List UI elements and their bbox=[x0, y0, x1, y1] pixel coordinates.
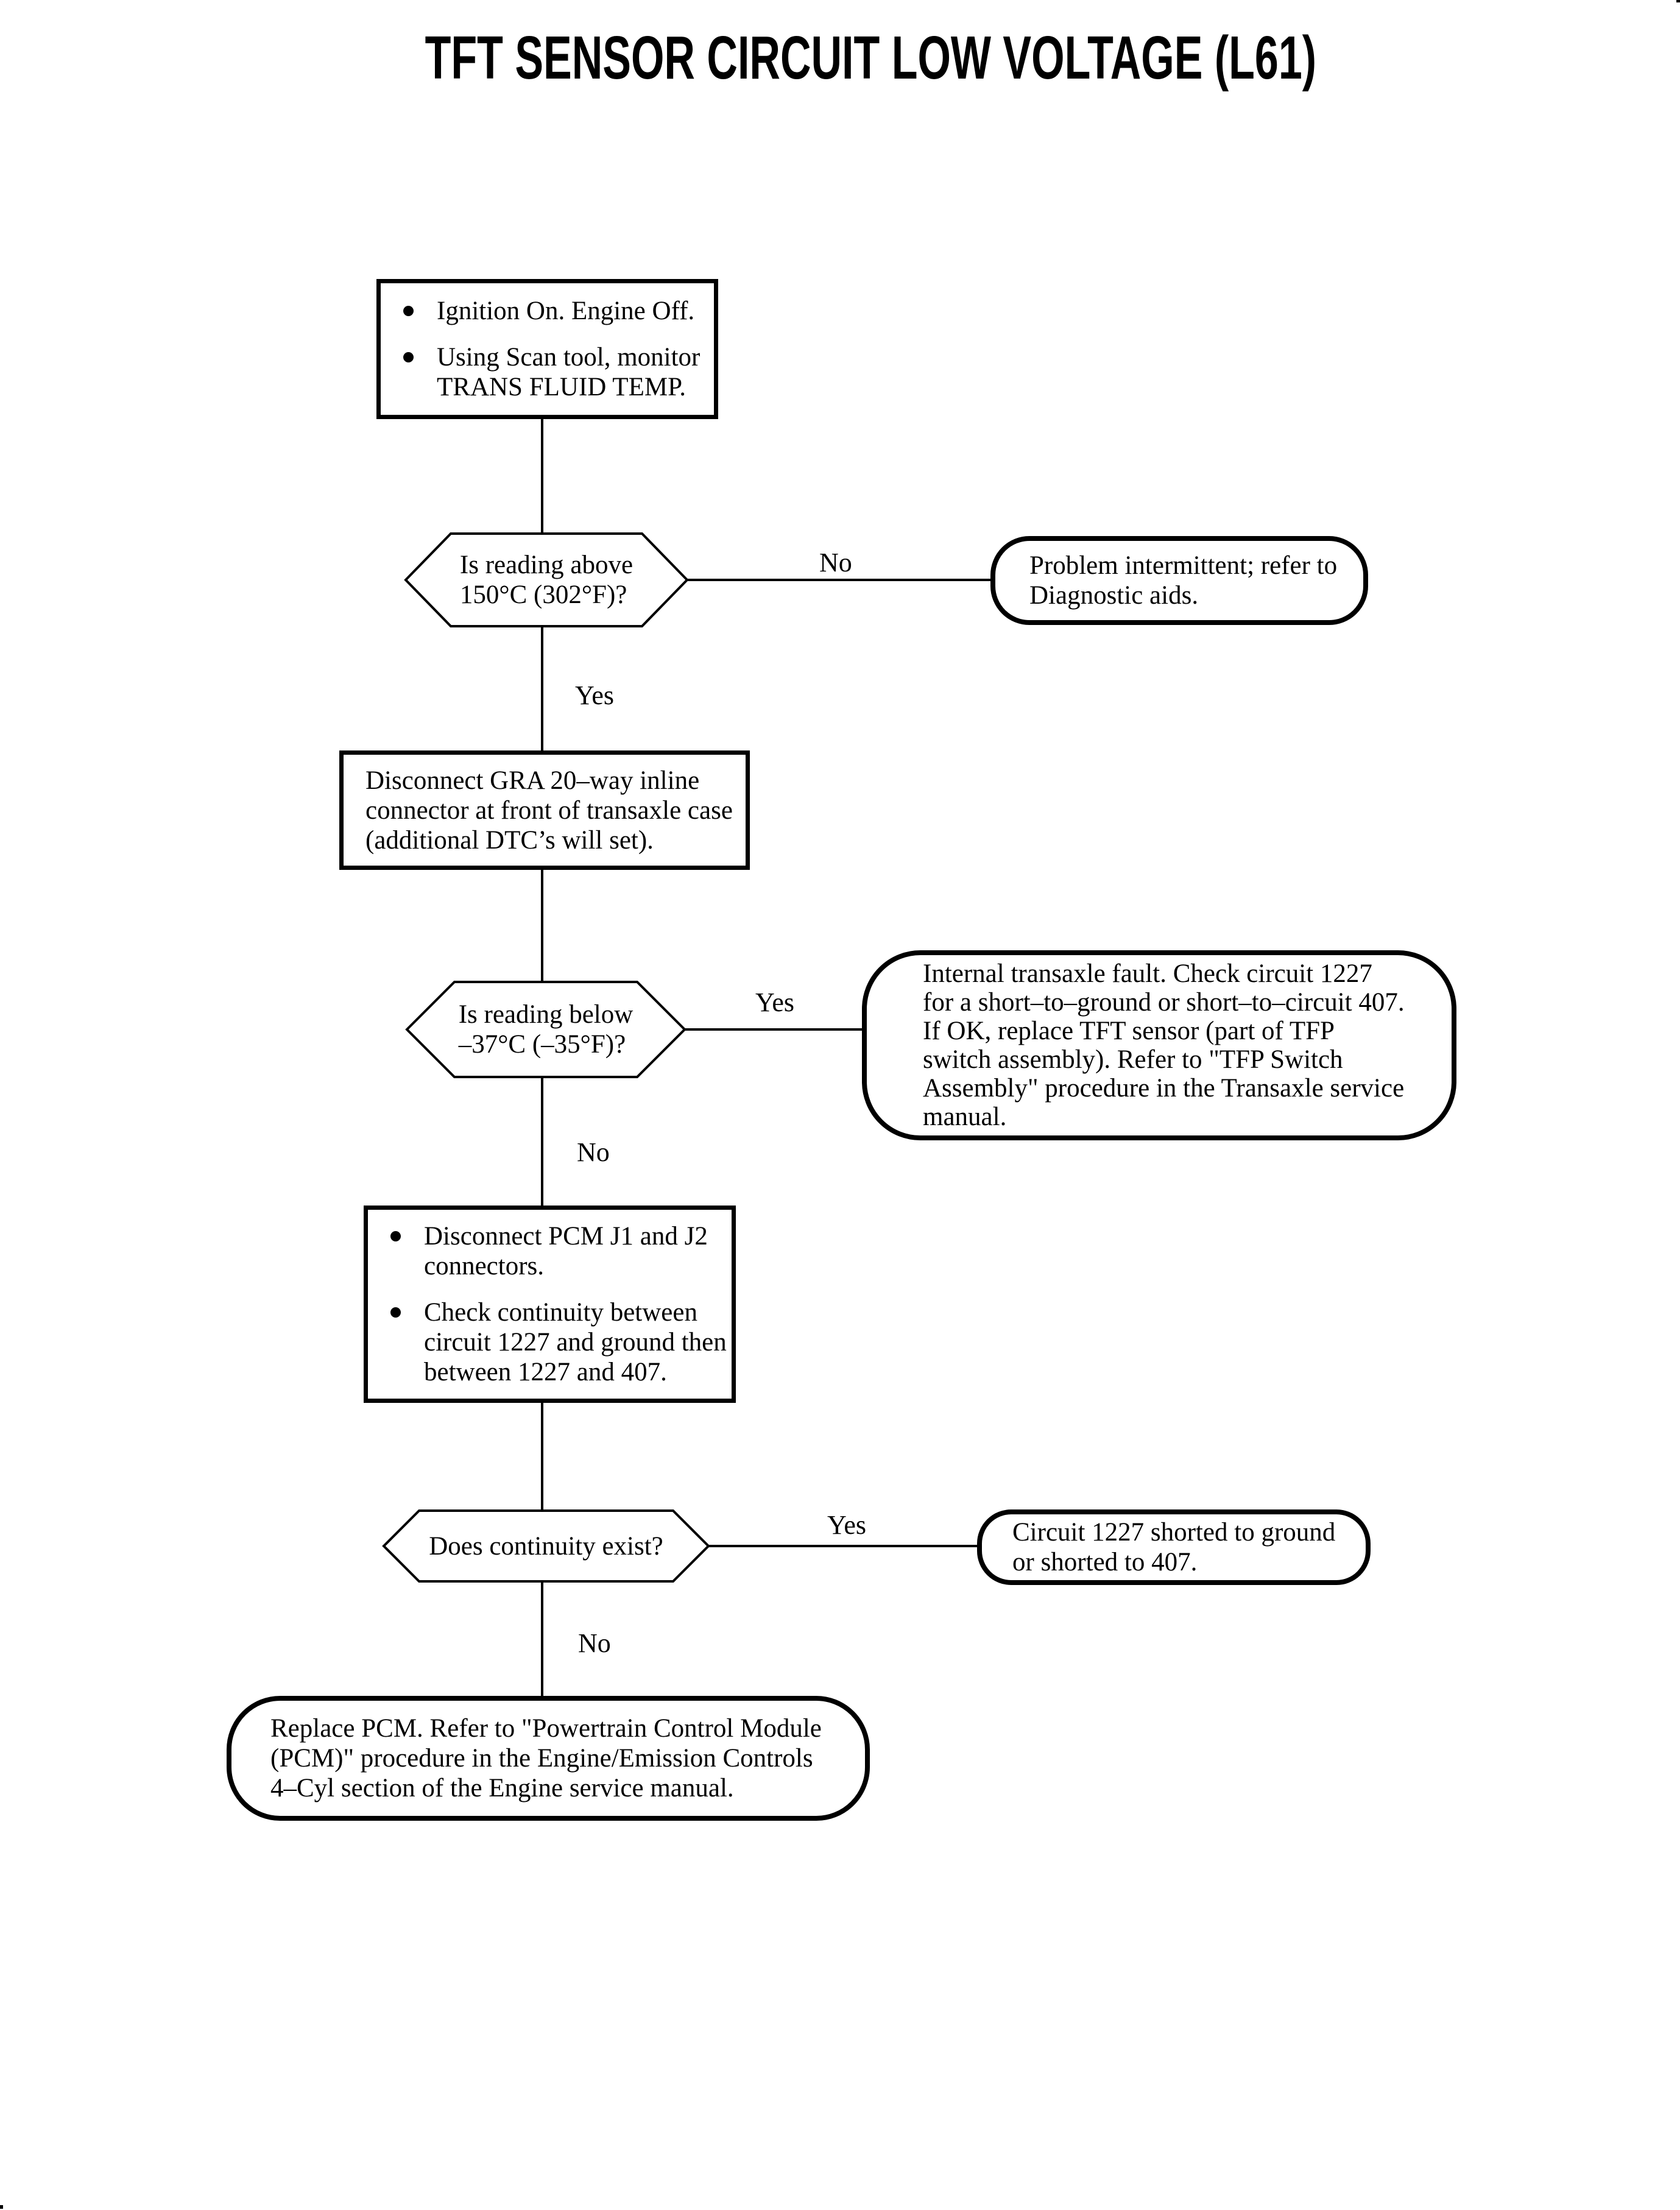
page-title: TFT SENSOR CIRCUIT LOW VOLTAGE (L61) bbox=[61, 23, 1680, 93]
text-line: Check continuity between bbox=[424, 1298, 697, 1327]
terminal-circuit-shorted: Circuit 1227 shorted to ground or shorte… bbox=[977, 1509, 1371, 1585]
step-initial-setup-box: Ignition On. Engine Off. Using Scan tool… bbox=[376, 279, 718, 419]
scan-artifact-bottom-left bbox=[0, 2205, 3, 2209]
decision-reading-below: Is reading below –37°C (–35°F)? bbox=[407, 982, 685, 1077]
text-line: Circuit 1227 shorted to ground bbox=[1012, 1518, 1336, 1547]
text-line: (additional DTC’s will set). bbox=[365, 825, 654, 855]
bullet-icon bbox=[390, 1307, 401, 1318]
decision-continuity-shape bbox=[382, 1509, 710, 1583]
text-line: for a short–to–ground or short–to–circui… bbox=[923, 988, 1405, 1017]
text-line: 150°C (302°F)? bbox=[459, 581, 627, 609]
text-line: Disconnect GRA 20–way inline bbox=[365, 766, 700, 795]
text-line: or shorted to 407. bbox=[1012, 1548, 1198, 1576]
decision-text: Does continuity exist? bbox=[429, 1531, 663, 1561]
text-line: Assembly" procedure in the Transaxle ser… bbox=[923, 1074, 1405, 1103]
text-line: Is reading above bbox=[459, 551, 634, 579]
list-item: Check continuity between circuit 1227 an… bbox=[390, 1297, 732, 1387]
bullet-icon bbox=[403, 306, 414, 316]
text-line: switch assembly). Refer to "TFP Switch bbox=[923, 1045, 1343, 1074]
edge-label-yes: Yes bbox=[755, 987, 795, 1017]
text-line: Using Scan tool, monitor bbox=[437, 343, 701, 372]
edge-label-yes: Yes bbox=[827, 1510, 867, 1540]
decision-reading-above-shape bbox=[404, 532, 689, 627]
text-line: connectors. bbox=[424, 1252, 545, 1280]
text-line: connector at front of transaxle case bbox=[365, 796, 733, 825]
step-disconnect-pcm-box: Disconnect PCM J1 and J2 connectors. Che… bbox=[364, 1206, 736, 1403]
step-disconnect-gra-box: Disconnect GRA 20–way inline connector a… bbox=[339, 750, 750, 870]
text-line: If OK, replace TFT sensor (part of TFP bbox=[923, 1017, 1335, 1045]
text-line: –37°C (–35°F)? bbox=[458, 1030, 626, 1059]
edge-label-no: No bbox=[578, 1628, 611, 1658]
list-item: Disconnect PCM J1 and J2 connectors. bbox=[390, 1221, 732, 1281]
decision-reading-above: Is reading above 150°C (302°F)? bbox=[406, 534, 687, 626]
list-item: Ignition On. Engine Off. bbox=[403, 296, 714, 326]
text-line: Ignition On. Engine Off. bbox=[437, 297, 695, 325]
edge-label-no: No bbox=[819, 548, 852, 577]
text-line: Does continuity exist? bbox=[429, 1531, 663, 1561]
terminal-internal-transaxle-fault: Internal transaxle fault. Check circuit … bbox=[862, 950, 1456, 1140]
text-line: circuit 1227 and ground then bbox=[424, 1328, 727, 1357]
terminal-replace-pcm: Replace PCM. Refer to "Powertrain Contro… bbox=[227, 1696, 870, 1821]
text-line: TRANS FLUID TEMP. bbox=[437, 373, 686, 401]
text-line: Is reading below bbox=[458, 1000, 634, 1029]
page-title-text: TFT SENSOR CIRCUIT LOW VOLTAGE (L61) bbox=[425, 24, 1316, 92]
text-line: Replace PCM. Refer to "Powertrain Contro… bbox=[270, 1714, 822, 1743]
decision-text: Is reading below –37°C (–35°F)? bbox=[459, 1000, 634, 1059]
edge-label-yes: Yes bbox=[575, 680, 615, 710]
text-line: Disconnect PCM J1 and J2 bbox=[424, 1222, 708, 1251]
terminal-problem-intermittent: Problem intermittent; refer to Diagnosti… bbox=[990, 536, 1368, 625]
scan-artifact-top-right bbox=[1676, 0, 1680, 2]
text-line: (PCM)" procedure in the Engine/Emission … bbox=[270, 1744, 813, 1773]
decision-reading-below-shape bbox=[405, 981, 686, 1078]
decision-text: Is reading above 150°C (302°F)? bbox=[460, 550, 633, 610]
text-line: 4–Cyl section of the Engine service manu… bbox=[270, 1774, 734, 1802]
text-line: Internal transaxle fault. Check circuit … bbox=[923, 959, 1372, 988]
text-line: Diagnostic aids. bbox=[1029, 581, 1199, 610]
edge-label-no: No bbox=[577, 1137, 610, 1167]
text-line: manual. bbox=[923, 1103, 1007, 1131]
decision-continuity: Does continuity exist? bbox=[384, 1511, 708, 1581]
text-line: between 1227 and 407. bbox=[424, 1358, 667, 1386]
list-item: Using Scan tool, monitor TRANS FLUID TEM… bbox=[403, 342, 714, 402]
text-line: Problem intermittent; refer to bbox=[1029, 551, 1338, 580]
bullet-icon bbox=[403, 352, 414, 362]
bullet-icon bbox=[390, 1231, 401, 1241]
